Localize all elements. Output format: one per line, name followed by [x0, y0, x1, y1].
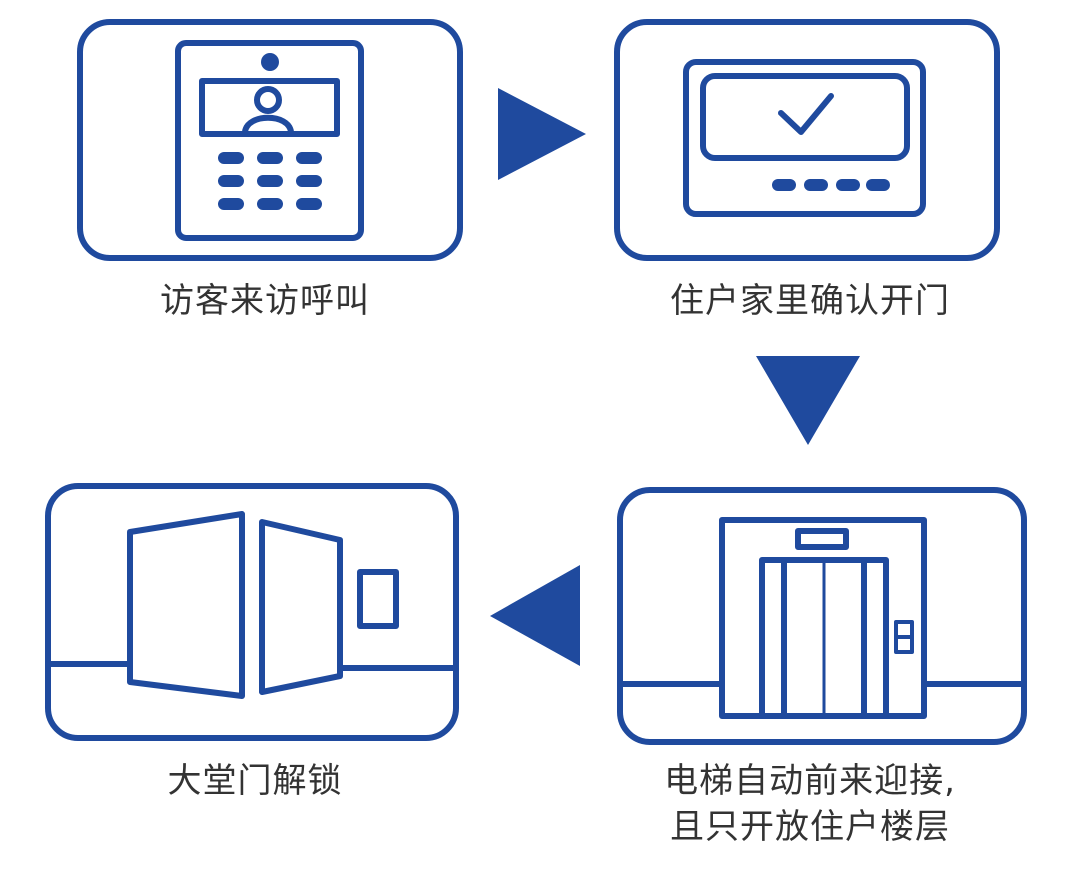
elevator-icon: [617, 517, 1027, 719]
card-frame: [614, 19, 1000, 261]
step-card-lobby-unlock: [45, 483, 459, 741]
step-label-elevator-line1: 电梯自动前来迎接,: [664, 761, 956, 801]
indoor-monitor-check-icon: [683, 59, 926, 217]
lobby-door-open-icon: [45, 511, 459, 699]
step-label-elevator: 电梯自动前来迎接, 且只开放住户楼层: [600, 758, 1020, 850]
step-label-visitor-call: 访客来访呼叫: [160, 281, 370, 321]
step-label-lobby-unlock: 大堂门解锁: [167, 761, 343, 801]
arrow-right-icon: [498, 88, 586, 180]
arrow-down-icon: [756, 356, 860, 445]
step-card-elevator: [617, 487, 1027, 745]
card-frame: [77, 19, 463, 261]
card-frame: [45, 483, 459, 741]
step-card-resident-confirm: [614, 19, 1000, 261]
intercom-panel-icon: [175, 40, 364, 241]
card-frame: [617, 487, 1027, 745]
step-label-elevator-line2: 且只开放住户楼层: [670, 807, 950, 847]
step-label-resident-confirm: 住户家里确认开门: [670, 281, 950, 321]
arrow-left-icon: [490, 565, 580, 666]
step-card-visitor-call: [77, 19, 463, 261]
